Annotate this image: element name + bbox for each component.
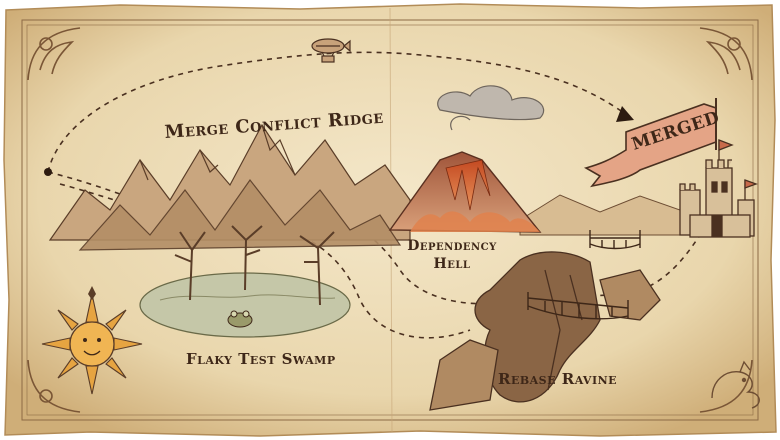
route-start-dot [44,168,52,176]
volcano-icon [388,85,545,233]
label-dependency-hell-line2: Hell [434,256,471,272]
label-dependency-hell-line1: Dependency [407,238,497,254]
label-rebase-ravine: Rebase Ravine [498,370,617,388]
far-hills [519,194,702,236]
frog-icon [227,310,253,328]
compass-rose-sun-icon [41,286,143,395]
corner-flourish-bottom-right [699,359,753,413]
route-arrowhead [616,106,634,122]
flaky-test-swamp [139,225,351,338]
merged-banner [583,98,717,188]
rope-bridge-lower [527,292,629,320]
castle-icon [679,139,758,238]
rope-bridge-upper [589,230,641,250]
corner-flourish-bottom-left [27,359,81,413]
airship-icon [311,38,351,63]
corner-flourish-top-right [699,27,753,81]
rebase-ravine [429,251,661,411]
dragon-icon [711,360,760,409]
label-flaky-test-swamp: Flaky Test Swamp [186,350,336,368]
merge-conflict-ridge-mountains [48,123,411,251]
corner-flourish-top-left [27,27,81,81]
